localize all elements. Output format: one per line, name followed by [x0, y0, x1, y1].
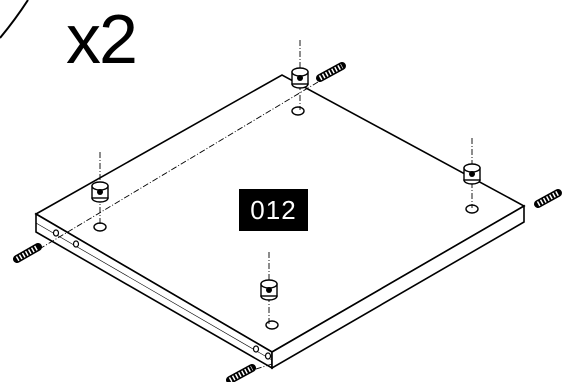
edge-holes: [52, 229, 272, 360]
cam-dowel: [534, 189, 562, 208]
cam-dowel: [13, 243, 42, 263]
cam-dowel: [226, 364, 256, 384]
quantity-label: x2: [66, 0, 138, 78]
panel-right-edge: [271, 204, 525, 370]
cam-lock: [463, 163, 481, 185]
cam-lock: [260, 279, 278, 301]
part-number-label: 012: [239, 189, 308, 231]
cam-lock: [291, 67, 309, 89]
corner-arc: [0, 0, 29, 39]
cam-lock: [91, 181, 109, 203]
cam-dowel: [316, 62, 346, 82]
face-holes: [93, 106, 479, 330]
